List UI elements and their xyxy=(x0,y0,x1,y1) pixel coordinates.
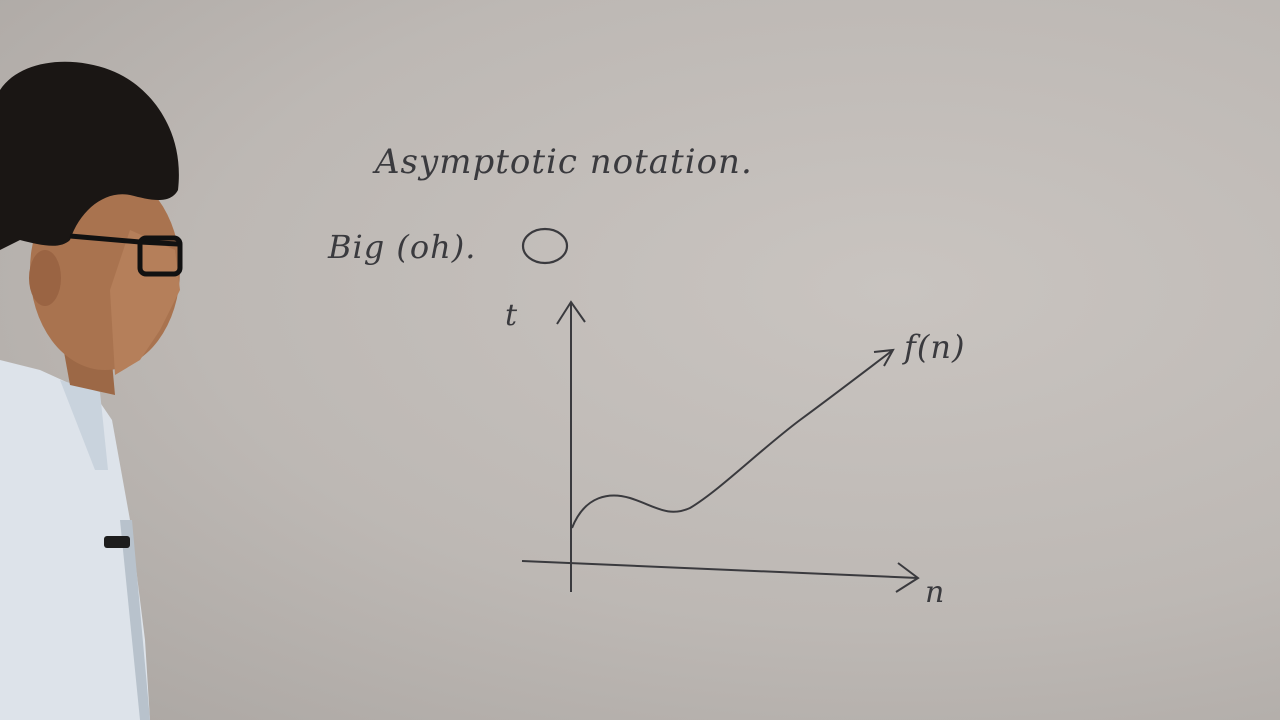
y-axis-arrow-icon xyxy=(556,300,586,325)
x-axis-arrow-icon xyxy=(895,562,920,593)
f-n-curve xyxy=(571,349,894,529)
curve-arrow-icon xyxy=(873,348,895,367)
board-title: Asymptotic notation. xyxy=(375,142,753,182)
x-axis-line xyxy=(521,560,919,579)
x-axis-label: n xyxy=(925,575,946,610)
curve-label: f(n) xyxy=(904,328,966,366)
board-subtitle: Big (oh). xyxy=(328,228,477,266)
y-axis-label: t xyxy=(505,298,519,333)
presenter-person-icon xyxy=(0,61,183,720)
big-o-circle-icon xyxy=(521,227,569,265)
